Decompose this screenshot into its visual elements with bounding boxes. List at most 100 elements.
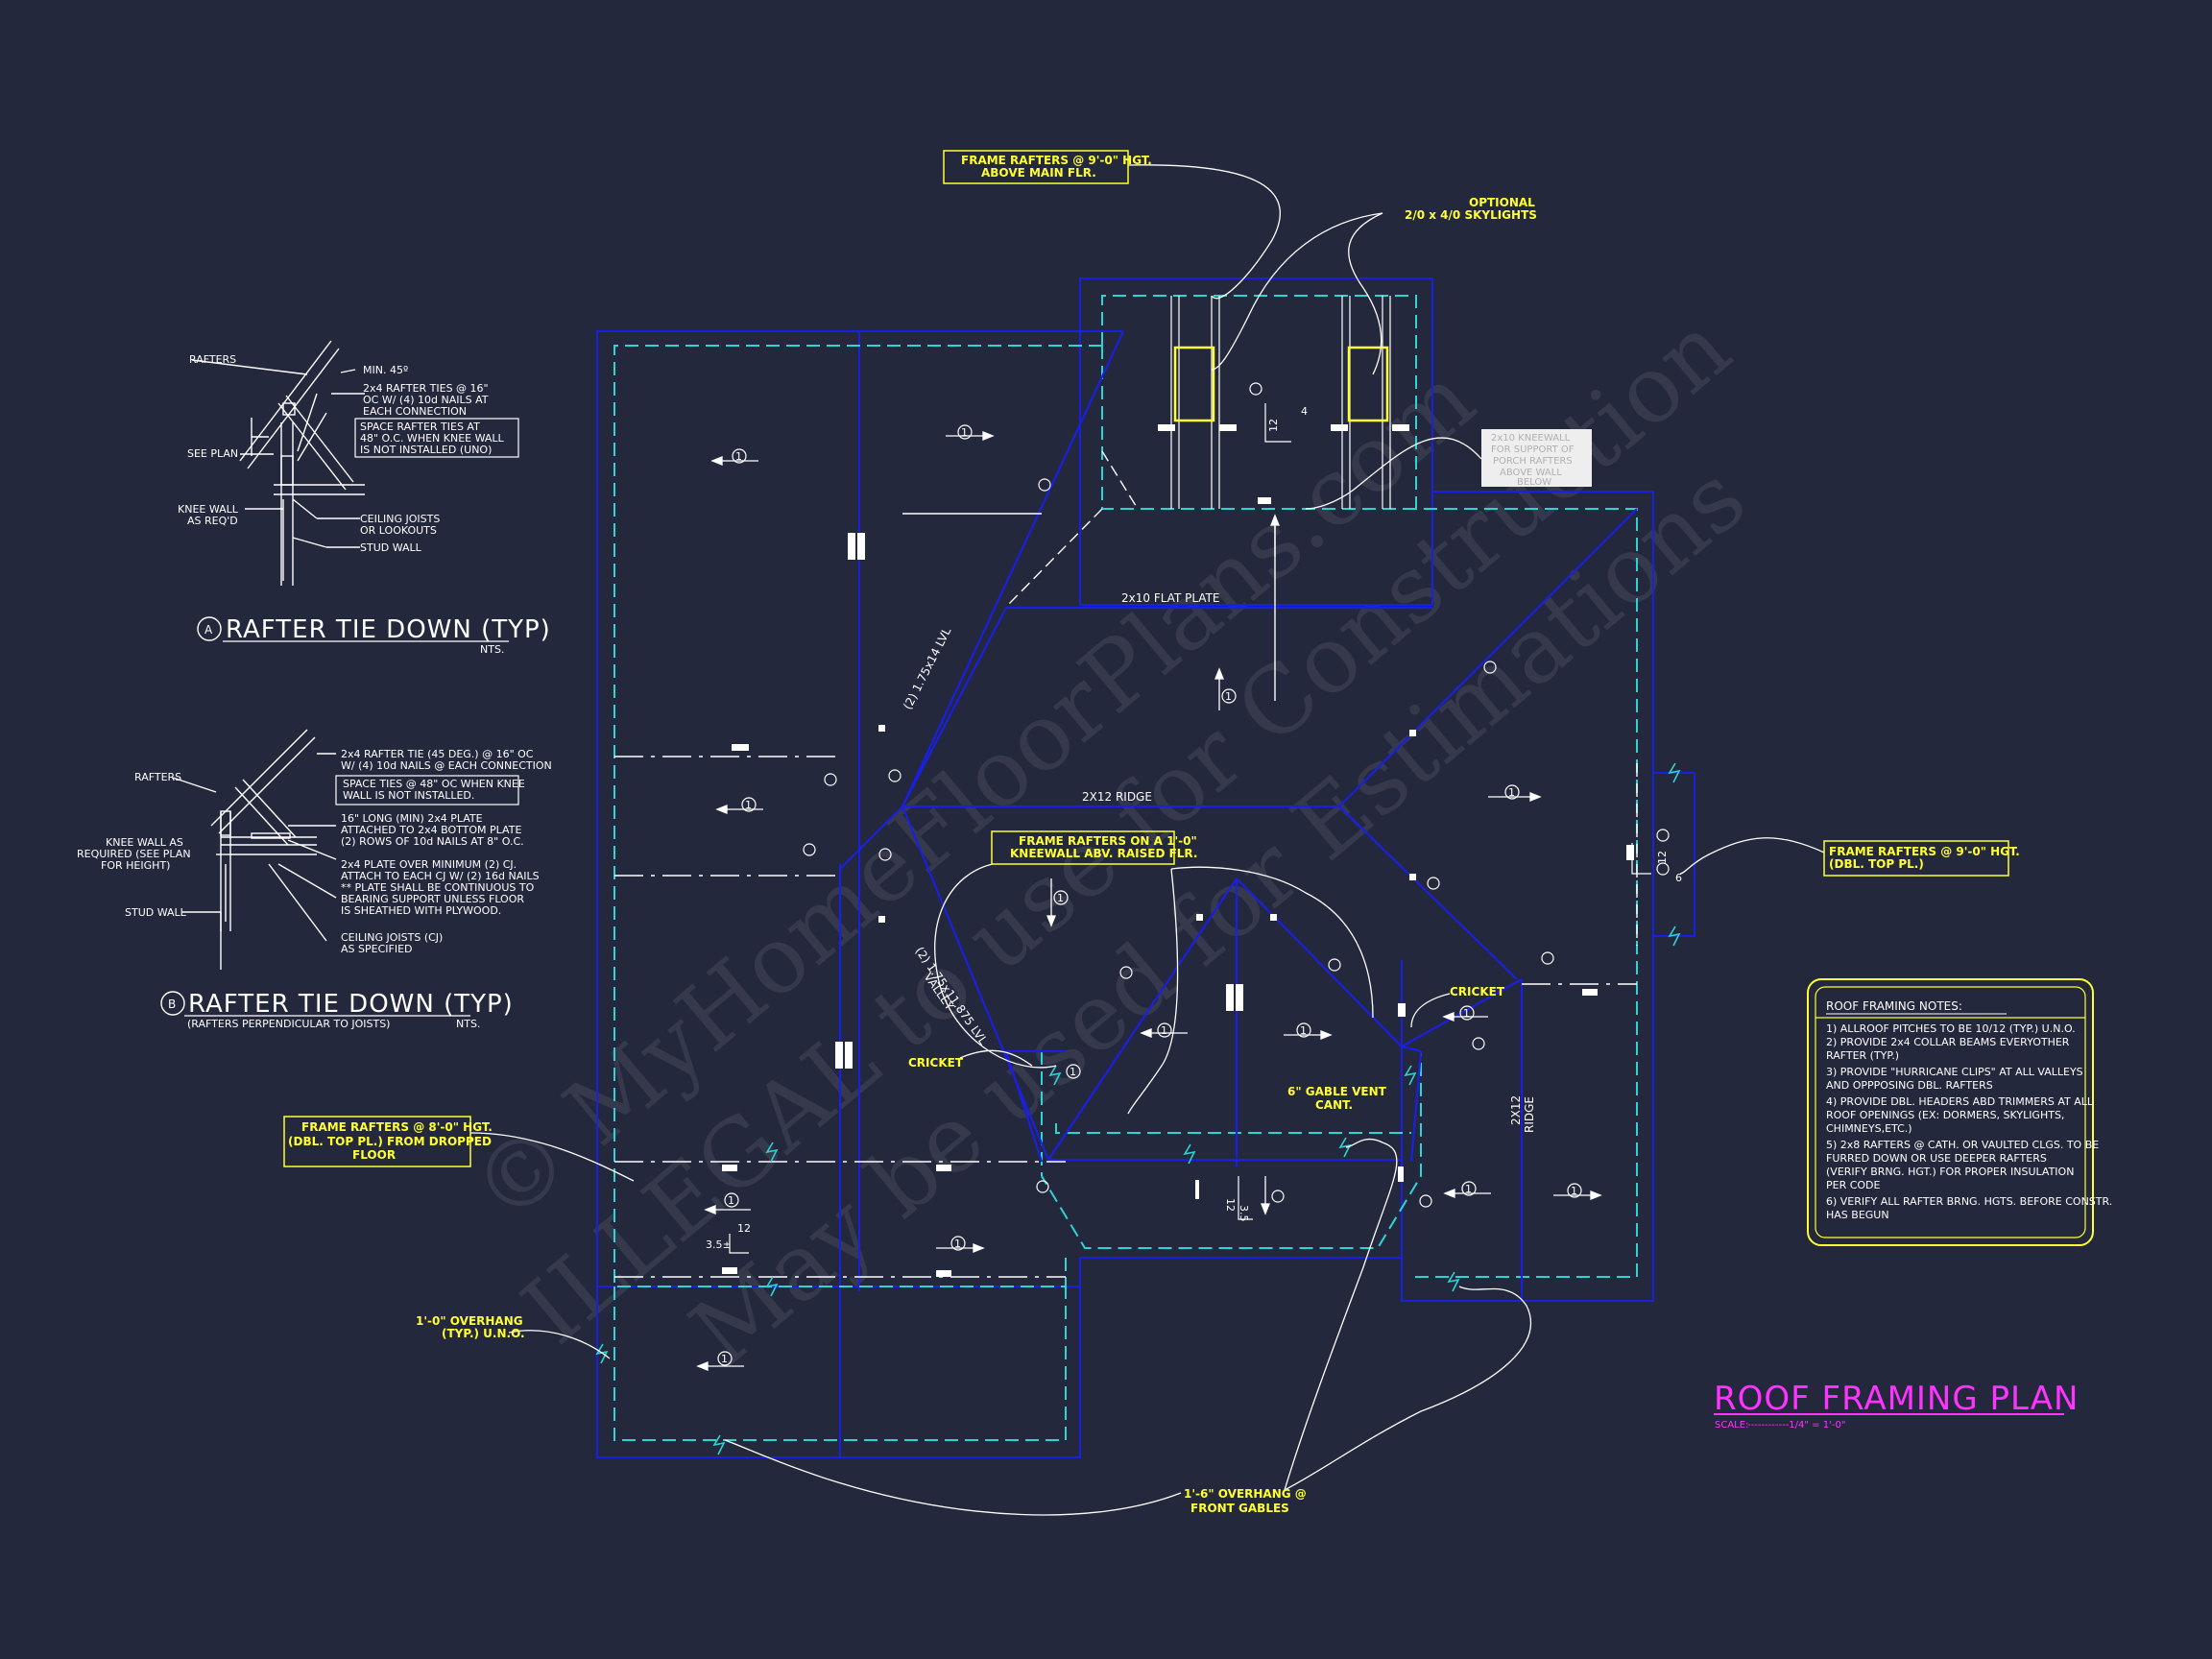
svg-text:NTS.: NTS.: [480, 643, 504, 656]
detail-a-title: RAFTER TIE DOWN (TYP): [226, 615, 551, 644]
svg-text:** PLATE SHALL BE CONTINUOUS T: ** PLATE SHALL BE CONTINUOUS TO: [341, 881, 535, 894]
scale-value: ------------1/4" = 1'-0": [1747, 1420, 1845, 1431]
svg-text:STUD WALL: STUD WALL: [360, 541, 422, 554]
drawing-title: ROOF FRAMING PLAN: [1714, 1380, 2079, 1418]
watermark: © MyHomeFloorPlans.com ILLEGAL to use fo…: [452, 294, 1766, 1386]
pitch-symbols: [729, 403, 1651, 1254]
svg-text:(DBL. TOP PL.): (DBL. TOP PL.): [1829, 857, 1924, 871]
svg-text:AS SPECIFIED: AS SPECIFIED: [341, 943, 413, 955]
svg-text:1: 1: [1070, 1066, 1076, 1078]
svg-text:2x10 KNEEWALL: 2x10 KNEEWALL: [1491, 433, 1571, 444]
svg-text:(RAFTERS PERPENDICULAR TO JOIS: (RAFTERS PERPENDICULAR TO JOISTS): [187, 1018, 390, 1030]
svg-text:2x4 RAFTER TIES @ 16": 2x4 RAFTER TIES @ 16": [363, 382, 489, 395]
svg-text:OC W/ (4) 10d NAILS AT: OC W/ (4) 10d NAILS AT: [363, 394, 489, 406]
flat-plate-label: 2x10 FLAT PLATE: [1121, 591, 1220, 605]
svg-text:AS REQ'D: AS REQ'D: [187, 515, 238, 527]
detail-b-marker: B: [168, 998, 176, 1011]
roof-framing-notes: ROOF FRAMING NOTES: 1) ALLROOF PITCHES T…: [1807, 978, 2112, 1246]
callout-top-frame: FRAME RAFTERS @ 9'-0" HGT. ABOVE MAIN FL…: [943, 150, 1152, 184]
dormer-hip: [1007, 450, 1139, 606]
detail-a-marker: A: [204, 623, 213, 637]
svg-text:(DBL. TOP PL.) FROM DROPPED: (DBL. TOP PL.) FROM DROPPED: [288, 1135, 492, 1148]
svg-text:CEILING JOISTS: CEILING JOISTS: [360, 513, 440, 525]
note-6: 6) VERIFY ALL RAFTER BRNG. HGTS. BEFORE …: [1826, 1195, 2112, 1208]
note-4b: ROOF OPENINGS (EX: DORMERS, SKYLIGHTS,: [1826, 1109, 2064, 1121]
note-6b: HAS BEGUN: [1826, 1209, 1889, 1221]
svg-text:1: 1: [1465, 1183, 1472, 1195]
callout-kneewall: FRAME RAFTERS ON A 1'-0" KNEEWALL ABV. R…: [991, 830, 1197, 865]
note-3b: AND OPPPOSING DBL. RAFTERS: [1826, 1079, 1993, 1092]
svg-text:FRAME RAFTERS @ 8'-0" HGT.: FRAME RAFTERS @ 8'-0" HGT.: [301, 1120, 493, 1134]
svg-text:CANT.: CANT.: [1315, 1098, 1353, 1112]
detail-a: RAFTERS MIN. 45º 2x4 RAFTER TIES @ 16" O…: [178, 340, 551, 656]
svg-text:BEARING SUPPORT UNLESS FLOOR: BEARING SUPPORT UNLESS FLOOR: [341, 893, 524, 905]
svg-text:PORCH RAFTERS: PORCH RAFTERS: [1493, 456, 1573, 467]
svg-text:SPACE TIES @ 48" OC WHEN KNEE: SPACE TIES @ 48" OC WHEN KNEE: [343, 778, 525, 790]
svg-text:48" O.C. WHEN KNEE WALL: 48" O.C. WHEN KNEE WALL: [360, 432, 505, 445]
note-2b: RAFTER (TYP.): [1826, 1049, 1899, 1062]
skylight-2: [1347, 346, 1389, 422]
callout-front-gables: 1'-6" OVERHANG @ FRONT GABLES: [1184, 1487, 1307, 1515]
svg-text:3.5: 3.5: [1238, 1205, 1250, 1222]
svg-text:2/0 x 4/0 SKYLIGHTS: 2/0 x 4/0 SKYLIGHTS: [1405, 208, 1537, 222]
svg-text:CEILING JOISTS (CJ): CEILING JOISTS (CJ): [341, 931, 443, 944]
note-4c: CHIMNEYS,ETC.): [1826, 1122, 1912, 1135]
svg-text:12: 12: [737, 1222, 751, 1235]
pitch-labels: 12 4 12 6 12 3.5 12 3.5±: [706, 405, 1682, 1251]
svg-text:BELOW: BELOW: [1517, 477, 1551, 488]
skylights: [1158, 296, 1409, 509]
note-5d: PER CODE: [1826, 1179, 1881, 1191]
svg-text:3.5±: 3.5±: [706, 1238, 732, 1251]
svg-text:16" LONG (MIN) 2x4 PLATE: 16" LONG (MIN) 2x4 PLATE: [341, 812, 483, 825]
svg-text:REQUIRED (SEE PLAN: REQUIRED (SEE PLAN: [77, 848, 191, 860]
svg-text:ABOVE WALL: ABOVE WALL: [1500, 468, 1562, 478]
svg-text:ABOVE MAIN FLR.: ABOVE MAIN FLR.: [981, 166, 1096, 180]
svg-text:KNEE WALL AS: KNEE WALL AS: [106, 836, 183, 849]
svg-text:NTS.: NTS.: [456, 1018, 480, 1030]
ridge-vertical-label: 2X12: [1509, 1095, 1523, 1125]
svg-text:1: 1: [961, 426, 968, 439]
svg-text:1: 1: [1161, 1024, 1167, 1037]
svg-text:6" GABLE VENT: 6" GABLE VENT: [1287, 1085, 1387, 1098]
svg-text:1'-0" OVERHANG: 1'-0" OVERHANG: [416, 1314, 523, 1328]
rafter-marker-labels: 1 1 1 1 1 1 1 1 1 1 1 1 1 1 1 3: [721, 426, 1577, 1365]
svg-text:KNEE WALL: KNEE WALL: [178, 503, 239, 516]
callout-crickets: CRICKET CRICKET: [908, 985, 1505, 1070]
svg-text:STUD WALL: STUD WALL: [125, 906, 187, 919]
notes-list: 1) ALLROOF PITCHES TO BE 10/12 (TYP.) U.…: [1826, 1022, 2112, 1221]
callout-left-frame: FRAME RAFTERS @ 8'-0" HGT. (DBL. TOP PL.…: [283, 1116, 493, 1167]
svg-text:1: 1: [745, 799, 752, 811]
svg-text:1: 1: [1571, 1185, 1577, 1197]
framing-hardware: [722, 497, 1634, 1277]
svg-text:FRAME RAFTERS @ 9'-0" HGT.: FRAME RAFTERS @ 9'-0" HGT.: [961, 154, 1152, 167]
callout-gable-vent: 6" GABLE VENT CANT.: [1287, 1085, 1387, 1112]
svg-text:1'-6" OVERHANG @: 1'-6" OVERHANG @: [1184, 1487, 1307, 1501]
svg-text:1: 1: [735, 450, 742, 463]
svg-text:WALL IS NOT INSTALLED.: WALL IS NOT INSTALLED.: [343, 789, 474, 802]
svg-text:(2) ROWS OF 10d NAILS AT 8" O.: (2) ROWS OF 10d NAILS AT 8" O.C.: [341, 835, 524, 848]
svg-text:RAFTERS: RAFTERS: [134, 771, 181, 783]
detail-b-title: RAFTER TIE DOWN (TYP): [188, 990, 514, 1019]
svg-text:2x4 PLATE OVER MINIMUM (2) CJ.: 2x4 PLATE OVER MINIMUM (2) CJ.: [341, 858, 517, 871]
svg-text:CRICKET: CRICKET: [908, 1056, 964, 1070]
svg-text:FRAME RAFTERS @ 9'-0" HGT.: FRAME RAFTERS @ 9'-0" HGT.: [1829, 845, 2020, 858]
svg-text:FRAME RAFTERS ON A 1'-0": FRAME RAFTERS ON A 1'-0": [1019, 834, 1197, 848]
ridge-label: 2X12 RIDGE: [1082, 790, 1152, 804]
svg-text:1: 1: [1225, 690, 1232, 703]
svg-text:FOR HEIGHT): FOR HEIGHT): [101, 859, 170, 872]
svg-text:EACH CONNECTION: EACH CONNECTION: [363, 405, 467, 418]
note-5b: FURRED DOWN OR USE DEEPER RAFTERS: [1826, 1152, 2047, 1165]
callout-overhang: 1'-0" OVERHANG (TYP.) U.N.O.: [416, 1314, 525, 1340]
note-2: 2) PROVIDE 2x4 COLLAR BEAMS EVERYOTHER: [1826, 1036, 2070, 1048]
drawing-title-block: ROOF FRAMING PLAN SCALE: ------------1/4…: [1714, 1380, 2079, 1431]
roof-ridges: [838, 330, 1638, 1286]
svg-text:4: 4: [1301, 405, 1308, 418]
svg-text:(TYP.) U.N.O.: (TYP.) U.N.O.: [442, 1327, 525, 1340]
ridge-vertical-label-2: RIDGE: [1523, 1096, 1536, 1133]
lvl-label-1: (2) 1.75x14 LVL: [901, 625, 953, 711]
callout-right-frame: FRAME RAFTERS @ 9'-0" HGT. (DBL. TOP PL.…: [1823, 840, 2020, 877]
svg-text:FRONT GABLES: FRONT GABLES: [1190, 1502, 1289, 1515]
note-1: 1) ALLROOF PITCHES TO BE 10/12 (TYP.) U.…: [1826, 1022, 2076, 1035]
svg-text:1: 1: [1300, 1024, 1307, 1037]
